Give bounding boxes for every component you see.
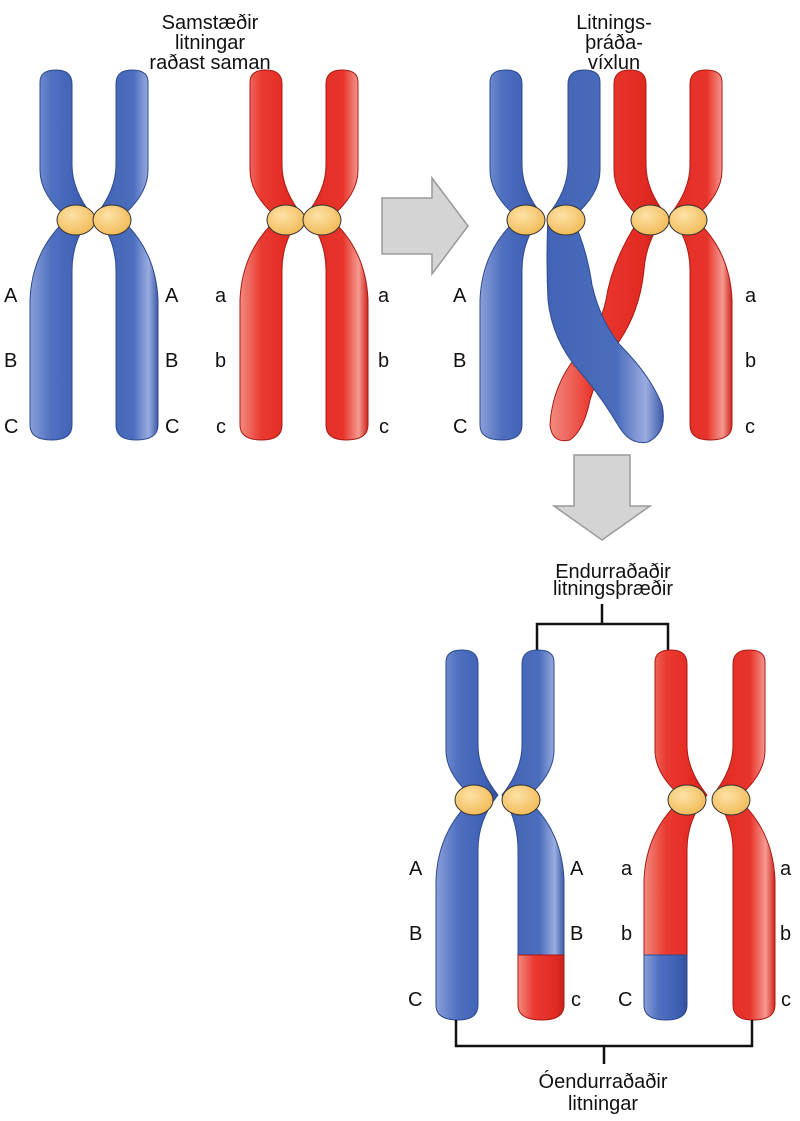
centromere (711, 784, 751, 816)
red-chromatid (669, 69, 733, 441)
right-arrow-icon (381, 175, 469, 277)
centromere (501, 784, 541, 816)
blue-segment (643, 954, 688, 1021)
locus-label: a (215, 285, 227, 307)
blue-chromatid (29, 69, 93, 441)
centromere (668, 204, 708, 236)
locus-label: b (215, 350, 226, 372)
locus-label: a (378, 285, 390, 307)
locus-label: a (780, 858, 792, 880)
recombinant-bracket (535, 604, 670, 664)
caption-recombinant-line1: Endurraðaðir (555, 561, 671, 583)
nonrecombinant-bracket (454, 1020, 754, 1064)
caption-crossover-line1: Litnings- (576, 12, 652, 34)
caption-crossover-line3: víxlun (588, 52, 640, 74)
centromere (92, 204, 132, 236)
locus-label: B (570, 923, 583, 945)
locus-label: A (4, 285, 18, 307)
locus-label: a (621, 858, 633, 880)
caption-nonrecombinant-line2: litningar (568, 1093, 638, 1115)
locus-label: C (618, 989, 632, 1011)
red-segment (517, 954, 565, 1021)
caption-homologs-line3: raðast saman (149, 52, 270, 74)
locus-label: b (745, 350, 756, 372)
centromere (266, 204, 306, 236)
locus-label: B (453, 350, 466, 372)
centromere (667, 784, 707, 816)
centromere (506, 204, 546, 236)
locus-label: B (4, 350, 17, 372)
centromere (454, 784, 494, 816)
locus-label: c (571, 989, 581, 1011)
blue-chromatid (435, 649, 499, 1021)
caption-nonrecombinant-line1: Óendurraðaðir (539, 1070, 668, 1093)
locus-label: C (453, 416, 467, 438)
locus-label: C (4, 416, 18, 438)
centromere (546, 204, 586, 236)
centromere (630, 204, 670, 236)
centromere (56, 204, 96, 236)
centromere (302, 204, 342, 236)
locus-label: C (408, 989, 422, 1011)
locus-label: c (216, 416, 226, 438)
red-chromatid (549, 69, 667, 442)
result-red-chromosome (643, 649, 776, 1021)
caption-homologs-line2: litningar (175, 32, 245, 54)
blue-chromatid (546, 69, 664, 444)
red-chromatid (239, 69, 303, 441)
blue-chromatid (95, 69, 159, 441)
homologous-pair-left (29, 69, 369, 441)
locus-label: c (379, 416, 389, 438)
result-blue-chromosome (435, 649, 565, 1021)
locus-label: b (621, 923, 632, 945)
locus-label: c (745, 416, 755, 438)
blue-chromatid (479, 69, 543, 441)
caption-homologs-line1: Samstæðir (162, 12, 259, 34)
crossover-pair (479, 69, 733, 444)
locus-label: A (409, 858, 423, 880)
locus-label: B (165, 350, 178, 372)
locus-label: B (409, 923, 422, 945)
locus-label: C (165, 416, 179, 438)
locus-label: A (165, 285, 179, 307)
down-arrow-icon (551, 454, 653, 541)
caption-crossover-line2: þráða- (585, 32, 643, 54)
red-chromatid (712, 649, 776, 1021)
locus-label: A (570, 858, 584, 880)
caption-recombinant-line2: litningsþræðir (553, 578, 673, 600)
locus-label: b (780, 923, 791, 945)
locus-label: c (781, 989, 791, 1011)
locus-label: b (378, 350, 389, 372)
red-chromatid (305, 69, 369, 441)
locus-label: a (745, 285, 757, 307)
locus-label: A (453, 285, 467, 307)
